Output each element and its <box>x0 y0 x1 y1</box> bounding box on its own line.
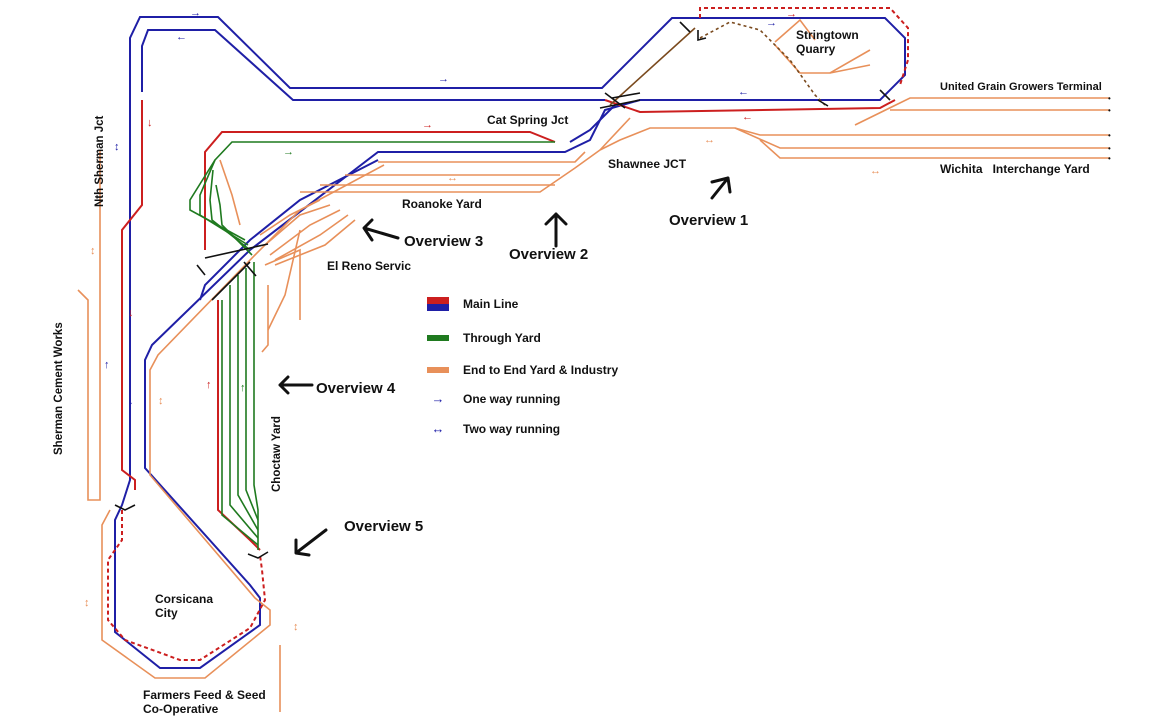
legend-end-to-end-label: End to End Yard & Industry <box>463 363 619 377</box>
svg-text:↕: ↕ <box>293 621 299 633</box>
svg-text:→: → <box>438 73 449 85</box>
overview-2-label: Overview 2 <box>509 246 589 263</box>
overview-3-label: Overview 3 <box>404 233 484 250</box>
label-sherman-cement: Sherman Cement Works <box>53 322 65 455</box>
svg-text:←: ← <box>176 31 187 43</box>
track-ends: •• ••• <box>1108 94 1111 163</box>
svg-text:↔: ↔ <box>870 165 881 177</box>
legend-two-way-label: Two way running <box>463 421 561 436</box>
svg-text:→: → <box>190 7 201 19</box>
svg-text:•: • <box>1108 144 1111 153</box>
overview-4-label: Overview 4 <box>316 380 396 397</box>
legend-item-through-yard: Through Yard <box>427 331 541 345</box>
label-farmers: Farmers Feed & Seed Co-Operative <box>143 688 266 716</box>
legend-main-line-label: Main Line <box>463 297 519 311</box>
svg-text:↓: ↓ <box>147 117 153 129</box>
svg-text:↑: ↑ <box>240 382 246 394</box>
direction-arrows-one-way: → ← → → → ← ← → → ↓ ↓ ↑ ↓ ↑ ↑ <box>104 7 797 407</box>
svg-text:↔: ↔ <box>447 172 458 184</box>
svg-text:↕: ↕ <box>90 245 96 257</box>
two-way-arrow-icon: ↔ <box>431 421 445 436</box>
overview-pointers <box>278 176 732 557</box>
legend-one-way-label: One way running <box>463 391 561 406</box>
brown-spur <box>609 27 696 106</box>
direction-arrows-two-way: ↕ ↔ ↔ ↔ ↕ ↕ ↕ ↕ <box>84 134 881 633</box>
through-yard-green <box>189 141 555 550</box>
label-corsicana: Corsicana City <box>155 592 214 620</box>
main-line-red-dotted <box>107 7 909 661</box>
label-nth-sherman: Nth Sherman Jct <box>94 115 106 207</box>
label-shawnee: Shawnee JCT <box>608 157 687 171</box>
quarry-dotted-link <box>699 21 826 106</box>
label-stringtown-quarry: Stringtown Quarry <box>796 28 859 56</box>
overview-1-label: Overview 1 <box>669 212 749 229</box>
through-yard-swatch <box>427 335 449 341</box>
label-united-grain: United Grain Growers Terminal <box>940 81 1102 93</box>
svg-text:•: • <box>1108 131 1111 140</box>
svg-text:←: ← <box>742 111 753 123</box>
svg-text:↕: ↕ <box>158 395 164 407</box>
svg-text:↑: ↑ <box>104 359 110 371</box>
label-el-reno: El Reno Servic <box>327 259 412 273</box>
overview-5-label: Overview 5 <box>344 518 424 535</box>
svg-text:↕: ↕ <box>84 597 90 609</box>
svg-text:→: → <box>283 146 294 158</box>
main-line-blue-inner <box>199 104 616 301</box>
svg-text:•: • <box>1108 154 1111 163</box>
svg-text:↑: ↑ <box>206 379 212 391</box>
legend-item-two-way: ↔ Two way running <box>427 421 561 436</box>
label-cat-spring: Cat Spring Jct <box>487 113 569 127</box>
one-way-arrow-icon: → <box>431 391 445 406</box>
label-wichita: Wichita Interchange Yard <box>940 162 1090 176</box>
svg-text:↓: ↓ <box>128 395 134 407</box>
svg-text:↔: ↔ <box>704 134 715 146</box>
section-markers <box>114 21 891 559</box>
svg-text:•: • <box>1108 106 1111 115</box>
label-choctaw: Choctaw Yard <box>271 416 283 492</box>
svg-text:↓: ↓ <box>128 307 134 319</box>
svg-text:→: → <box>422 119 433 131</box>
svg-text:↕: ↕ <box>114 141 120 153</box>
svg-text:←: ← <box>738 86 749 98</box>
legend-item-main-line: Main Line <box>427 297 518 311</box>
legend-through-yard-label: Through Yard <box>463 331 541 345</box>
legend-item-end-to-end: End to End Yard & Industry <box>427 363 618 377</box>
svg-text:→: → <box>766 17 777 29</box>
end-to-end-swatch <box>427 367 449 373</box>
main-line-swatch <box>427 297 449 311</box>
svg-text:•: • <box>1108 94 1111 103</box>
svg-text:→: → <box>786 8 797 20</box>
industry-orange <box>77 18 1110 712</box>
legend-item-one-way: → One way running <box>427 391 561 406</box>
label-roanoke: Roanoke Yard <box>402 197 482 211</box>
main-line-blue <box>114 16 906 669</box>
